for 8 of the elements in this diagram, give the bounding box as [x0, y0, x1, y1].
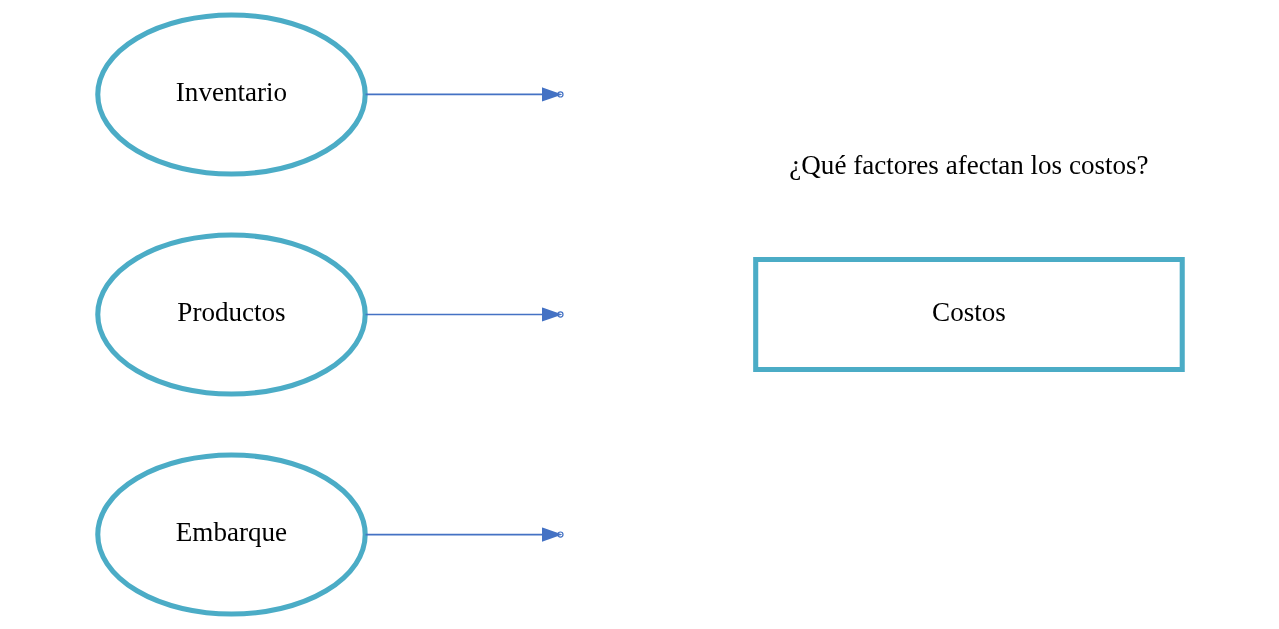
label: ¿Qué factores afectan los costos?: [788, 149, 1149, 180]
node-ellipse: Embarque: [94, 452, 368, 617]
arrow: [364, 527, 562, 542]
node-ellipse: Productos: [94, 232, 368, 397]
arrow: [364, 307, 562, 322]
node-box: Costos: [752, 256, 1185, 373]
node-ellipse: Inventario: [94, 12, 368, 177]
arrow: [364, 87, 562, 102]
